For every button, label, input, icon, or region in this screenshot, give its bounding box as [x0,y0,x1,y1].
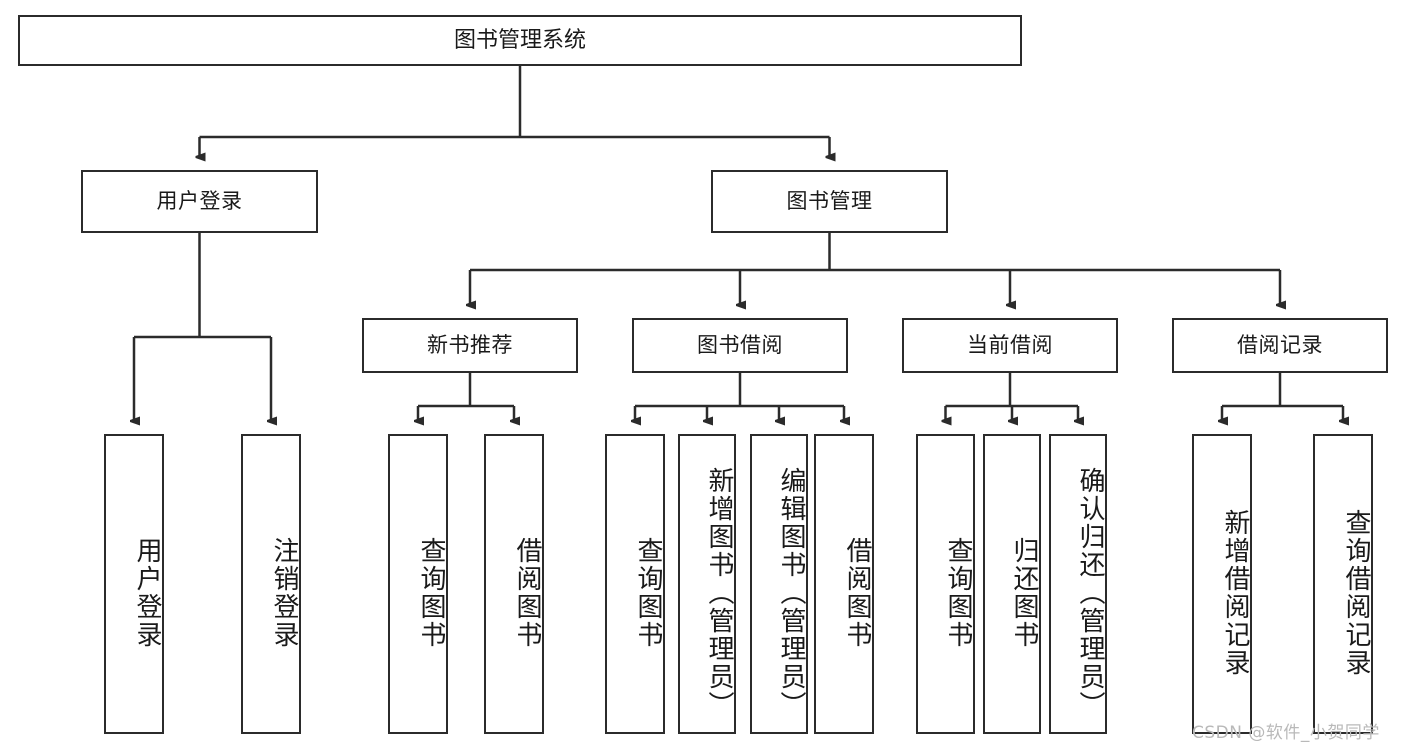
node-label: 查询图书 [633,537,663,649]
node-label: 查询图书 [943,537,973,649]
node-label: 查询图书 [416,537,446,649]
node-label: 归还图书 [1009,537,1039,649]
node-leaf-query-book-3[interactable]: 查询图书 [916,434,975,734]
node-leaf-add-book[interactable]: 新增图书（管理员） [678,434,736,734]
node-leaf-query-book-2[interactable]: 查询图书 [605,434,665,734]
node-label: 新增借阅记录 [1220,509,1250,677]
node-leaf-confirm-return[interactable]: 确认归还（管理员） [1049,434,1107,734]
node-label: 新书推荐 [427,333,513,358]
node-label: 借阅记录 [1237,333,1323,358]
node-leaf-user-login[interactable]: 用户登录 [104,434,164,734]
node-label: 查询借阅记录 [1341,509,1371,677]
node-label: 新增图书（管理员） [704,467,734,719]
node-book-borrow[interactable]: 图书借阅 [632,318,848,373]
node-leaf-query-borrow-record[interactable]: 查询借阅记录 [1313,434,1373,734]
node-label: 用户登录 [132,537,162,649]
node-leaf-add-borrow-record[interactable]: 新增借阅记录 [1192,434,1252,734]
node-label: 确认归还（管理员） [1075,467,1105,719]
node-leaf-logout-login[interactable]: 注销登录 [241,434,301,734]
node-leaf-borrow-book-2[interactable]: 借阅图书 [814,434,874,734]
node-label: 编辑图书（管理员） [776,467,806,719]
node-root-system[interactable]: 图书管理系统 [18,15,1022,66]
watermark-credit: CSDN @软件_小贺同学 [1192,723,1380,743]
node-label: 用户登录 [156,189,243,214]
node-label: 图书管理系统 [453,27,586,53]
node-label: 图书借阅 [697,333,783,358]
node-leaf-query-book-1[interactable]: 查询图书 [388,434,448,734]
node-leaf-borrow-book-1[interactable]: 借阅图书 [484,434,544,734]
node-label: 借阅图书 [512,537,542,649]
node-leaf-return-book[interactable]: 归还图书 [983,434,1041,734]
node-leaf-edit-book[interactable]: 编辑图书（管理员） [750,434,808,734]
node-label: 当前借阅 [967,333,1053,358]
node-user-login[interactable]: 用户登录 [81,170,318,233]
node-new-book-recommend[interactable]: 新书推荐 [362,318,578,373]
node-label: 注销登录 [269,537,299,649]
node-label: 图书管理 [786,189,873,214]
node-book-management[interactable]: 图书管理 [711,170,948,233]
node-label: 借阅图书 [842,537,872,649]
node-borrow-record[interactable]: 借阅记录 [1172,318,1388,373]
node-current-borrow[interactable]: 当前借阅 [902,318,1118,373]
